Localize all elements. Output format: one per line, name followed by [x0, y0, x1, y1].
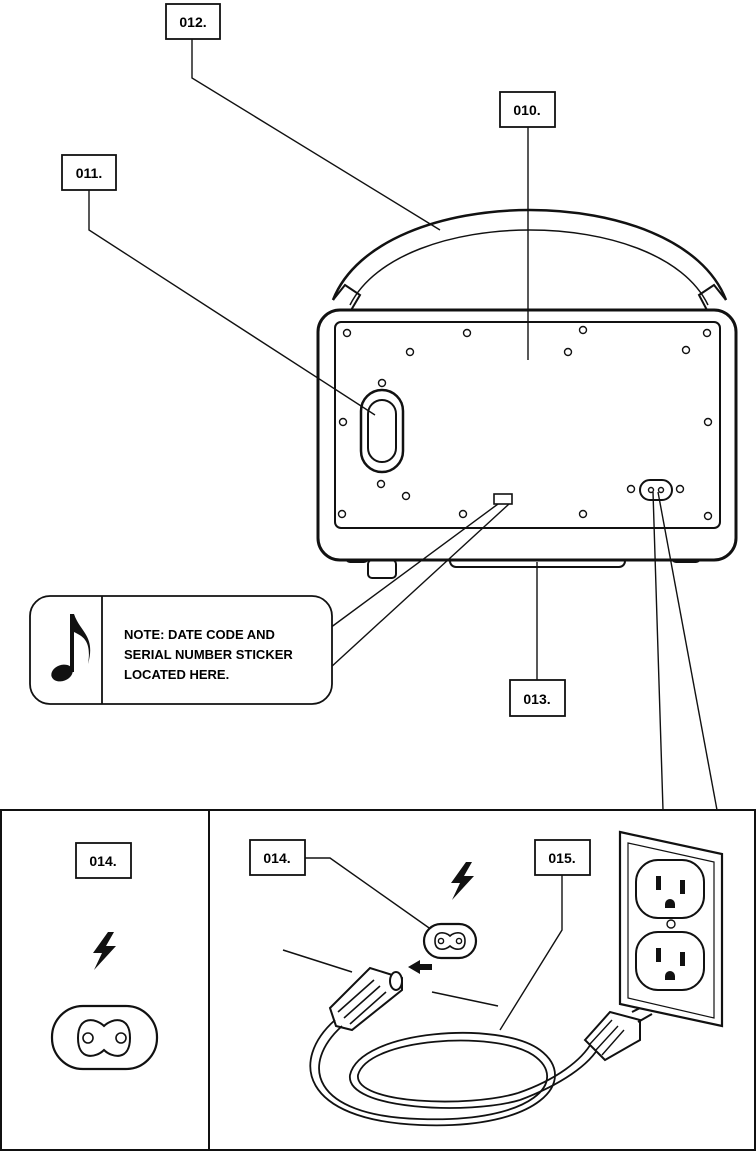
note-line-1: NOTE: DATE CODE AND: [124, 627, 275, 642]
bass-port: [359, 388, 405, 474]
svg-text:010.: 010.: [513, 102, 540, 118]
serial-sticker: [493, 493, 513, 505]
inlet-legend: 014.: [50, 842, 159, 1071]
svg-text:014.: 014.: [89, 853, 116, 869]
panel-screws: [337, 325, 713, 521]
callout-011: 011.: [61, 154, 117, 191]
cable-connection-illustration: 014. 015.: [249, 830, 724, 1127]
figure-8-power-inlet-icon: [422, 922, 478, 960]
leader-lines: [88, 39, 718, 812]
note-line-3: LOCATED HERE.: [124, 667, 229, 682]
speaker-rear-view: [316, 208, 738, 579]
speaker-power-inlet: [639, 479, 673, 501]
svg-text:012.: 012.: [179, 14, 206, 30]
cable-connector: [328, 966, 403, 1032]
wall-outlet: [618, 830, 724, 1028]
carry-handle: [331, 208, 728, 313]
callout-013: 013.: [509, 679, 566, 717]
lightning-bolt-icon: [451, 862, 474, 900]
lightning-bolt-icon: [93, 932, 116, 970]
svg-text:014.: 014.: [263, 850, 290, 866]
figure-8-power-inlet-icon: [50, 1004, 159, 1071]
svg-text:011.: 011.: [76, 165, 102, 181]
music-note-icon: [51, 614, 91, 682]
svg-text:013.: 013.: [523, 691, 550, 707]
svg-text:015.: 015.: [548, 850, 575, 866]
callout-012: 012.: [165, 3, 221, 40]
note-bubble: NOTE: DATE CODE AND SERIAL NUMBER STICKE…: [29, 595, 333, 705]
note-line-2: SERIAL NUMBER STICKER: [124, 647, 293, 662]
callout-010: 010.: [499, 91, 556, 128]
